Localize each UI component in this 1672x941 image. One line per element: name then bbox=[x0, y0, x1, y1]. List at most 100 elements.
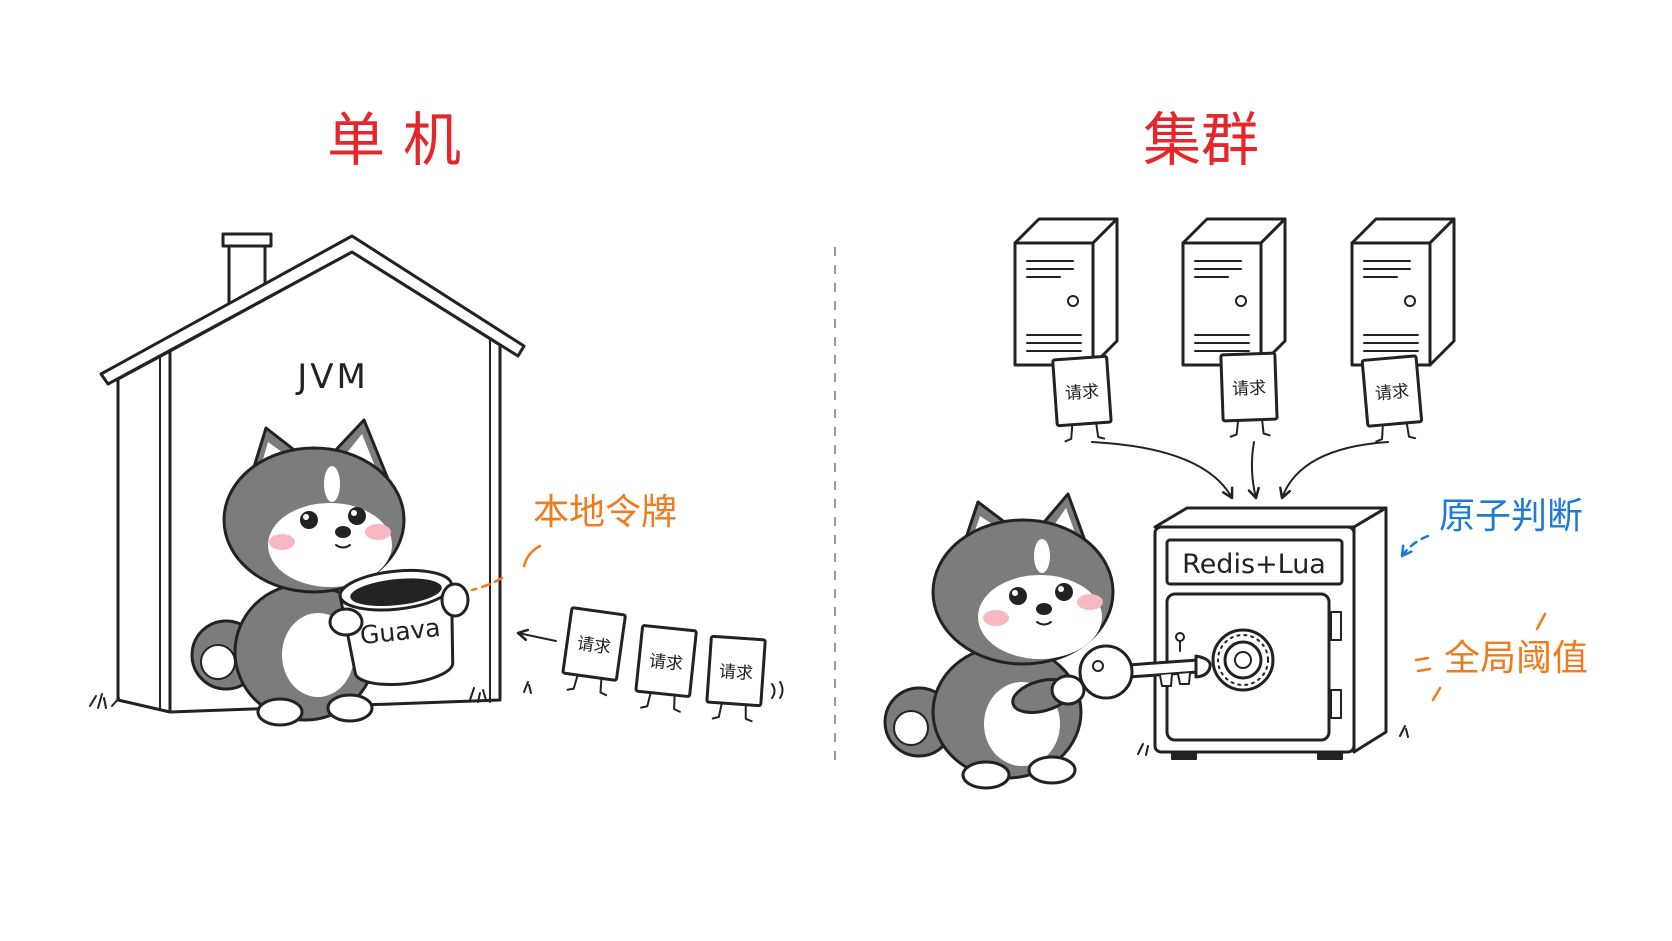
converging-arrow bbox=[1091, 441, 1234, 500]
chimney-cap bbox=[221, 232, 273, 248]
husky-eye bbox=[1055, 583, 1073, 601]
safe-side bbox=[1352, 506, 1388, 754]
husky-eye-highlight bbox=[351, 510, 357, 516]
server-power-light bbox=[1235, 295, 1247, 307]
safe-dial-ticks bbox=[1217, 634, 1269, 686]
cluster-title: 集群 bbox=[1143, 106, 1259, 174]
house-roof bbox=[99, 234, 526, 386]
husky-mouth bbox=[1036, 621, 1052, 626]
husky-cheek bbox=[983, 610, 1009, 626]
card-body bbox=[1360, 354, 1424, 428]
atomic-check-annotation: 原子判断 bbox=[1439, 496, 1583, 537]
safe-label: Redis+Lua bbox=[1182, 549, 1326, 580]
key-icon bbox=[1078, 644, 1212, 700]
server-power-light bbox=[1404, 295, 1416, 307]
husky-foot bbox=[961, 760, 1011, 790]
single-machine-title: 单机 bbox=[327, 106, 479, 174]
request-card: 请求 bbox=[1360, 354, 1424, 443]
husky-eye-highlight bbox=[303, 514, 309, 520]
request-card: 请求 bbox=[1219, 351, 1279, 438]
house-left-wall bbox=[116, 349, 172, 714]
husky-eye-highlight bbox=[1012, 590, 1018, 596]
card-body bbox=[705, 634, 767, 708]
card-legs bbox=[1375, 421, 1417, 443]
card-legs bbox=[1064, 422, 1106, 443]
grass-tuft bbox=[469, 687, 487, 703]
husky-right bbox=[883, 492, 1115, 790]
annotation-mark bbox=[1535, 612, 1547, 631]
card-legs bbox=[1229, 418, 1271, 438]
request-label: 请求 bbox=[718, 662, 753, 684]
server bbox=[1013, 217, 1119, 367]
server-vents bbox=[1026, 260, 1082, 352]
request-card: 请求 bbox=[561, 606, 627, 697]
husky-foot bbox=[1027, 755, 1077, 785]
server-vents bbox=[1194, 260, 1250, 352]
card-legs bbox=[711, 702, 753, 723]
safe-dial-center bbox=[1234, 651, 1252, 669]
server-front bbox=[1350, 241, 1432, 367]
husky-cheek bbox=[269, 534, 295, 550]
grass-tuft bbox=[89, 693, 120, 709]
annotation-mark bbox=[1414, 656, 1432, 673]
card-body bbox=[1219, 351, 1279, 423]
husky-paw bbox=[440, 582, 470, 618]
jvm-label: JVM bbox=[295, 357, 369, 397]
request-label: 请求 bbox=[648, 651, 684, 674]
grass-tuft bbox=[1137, 725, 1409, 756]
guava-bucket: Guava bbox=[338, 568, 455, 687]
request-label: 请求 bbox=[1374, 382, 1410, 405]
request-label: 请求 bbox=[1064, 382, 1099, 404]
server bbox=[1181, 217, 1287, 367]
converging-arrow bbox=[1247, 441, 1260, 500]
bucket-interior bbox=[350, 578, 442, 607]
annotation-mark bbox=[1431, 686, 1442, 702]
husky-forehead-mark bbox=[1034, 539, 1050, 573]
key-tip bbox=[1194, 654, 1212, 679]
husky-tail-tip bbox=[200, 644, 236, 680]
husky-eye bbox=[1009, 587, 1027, 605]
annotation-mark bbox=[470, 576, 504, 592]
server-side bbox=[1259, 217, 1287, 367]
annotation-mark bbox=[522, 544, 542, 568]
motion-lines bbox=[771, 681, 784, 699]
server-front bbox=[1013, 241, 1095, 367]
server-power-light bbox=[1067, 295, 1079, 307]
redis-lua-safe: Redis+Lua bbox=[1153, 506, 1388, 760]
request-card: 请求 bbox=[634, 624, 698, 713]
server bbox=[1350, 217, 1456, 367]
husky-mouth bbox=[335, 544, 351, 549]
safe-foot bbox=[1317, 751, 1343, 760]
husky-foot bbox=[326, 693, 374, 723]
server-side bbox=[1091, 217, 1119, 367]
request-card: 请求 bbox=[1051, 354, 1113, 443]
card-legs bbox=[640, 691, 681, 713]
key-teeth bbox=[1159, 672, 1191, 687]
safe-label-plate bbox=[1165, 538, 1344, 586]
husky-tail-tip bbox=[893, 710, 929, 746]
incoming-arrow bbox=[516, 628, 557, 642]
grass-tuft bbox=[523, 681, 532, 694]
husky-nose bbox=[1036, 603, 1052, 615]
key-handle-hole bbox=[1092, 660, 1104, 672]
card-body bbox=[634, 624, 698, 698]
safe-top bbox=[1153, 506, 1388, 529]
husky-left bbox=[190, 418, 406, 727]
safe-hinge bbox=[1330, 611, 1342, 641]
converging-arrow bbox=[1279, 441, 1389, 500]
husky-paw bbox=[1050, 674, 1086, 706]
husky-belly bbox=[282, 613, 354, 697]
key-handle bbox=[1078, 644, 1134, 700]
card-legs bbox=[566, 674, 608, 697]
server-front bbox=[1181, 241, 1263, 367]
husky-eye bbox=[300, 511, 318, 529]
safe-foot bbox=[1171, 751, 1197, 760]
husky-nose bbox=[335, 526, 351, 538]
safe-hinge bbox=[1330, 689, 1342, 719]
request-label: 请求 bbox=[1232, 378, 1267, 399]
atomic-check-arrow bbox=[1400, 534, 1430, 558]
request-card: 请求 bbox=[705, 634, 767, 723]
husky-eye bbox=[348, 507, 366, 525]
husky-cheek bbox=[365, 524, 391, 540]
